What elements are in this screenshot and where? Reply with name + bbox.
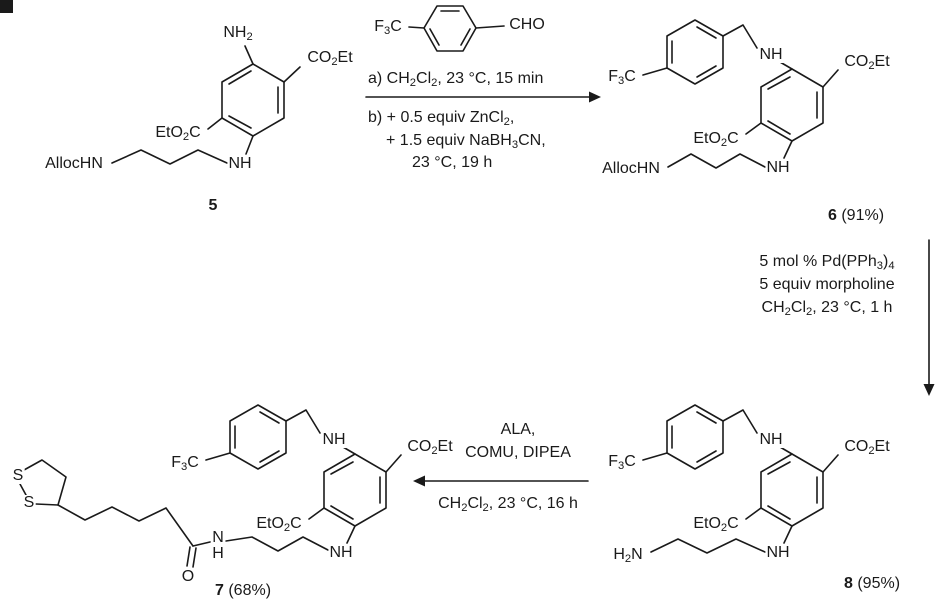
c8-nh-top-label: NH [758,431,784,448]
step2-condition-3: CH2Cl2, 23 °C, 1 h [761,299,893,318]
step3-condition-3: CH2Cl2, 23 °C, 16 h [438,495,578,514]
c7-co2et-label: CO2Et [406,438,454,457]
c5-co2et-label: CO2Et [306,49,354,68]
c5-nh2-label: NH2 [222,24,254,43]
c7-nh-top-label: NH [321,431,347,448]
c7-yield: (68%) [228,582,272,599]
c6-allochn-label: AllocHN [601,160,661,177]
c7-number: 7 [214,582,224,599]
c7-f3c-label: F3C [170,454,200,473]
c7-eto2c-label: EtO2C [255,515,303,534]
c5-allochn-label: AllocHN [44,155,104,172]
c8-eto2c-label: EtO2C [692,515,740,534]
c5-eto2c-label: EtO2C [154,124,202,143]
c6-f3c-label: F3C [607,68,637,87]
c8-yield: (95%) [857,575,901,592]
c8-number: 8 [843,575,853,592]
corner-mark [0,0,13,13]
c5-number: 5 [208,197,218,214]
step1-condition-b2: + 1.5 equiv NaBH3CN, [386,132,546,151]
compound-6-skeleton [642,19,839,169]
step1-condition-b3: 23 °C, 19 h [412,154,493,171]
aldehyde-f3c-label: F3C [373,18,403,37]
arrow-step2 [923,239,935,396]
c6-nh-bottom-label: NH [765,159,791,176]
c6-number: 6 [827,207,837,224]
c7-nh-bottom-label: NH [328,544,354,561]
c6-label: 6 (91%) [827,208,885,224]
c7-sulfur-top-label: S [11,467,25,484]
step1-condition-a: a) CH2Cl2, 23 °C, 15 min [368,70,544,89]
aldehyde-skeleton [408,5,505,52]
aldehyde-cho-label: CHO [508,16,546,33]
step2-condition-1: 5 mol % Pd(PPh3)4 [759,253,895,272]
compound-5-skeleton [111,45,301,165]
arrow-step3 [413,475,589,487]
arrow-step1 [365,91,601,103]
c7-sulfur-bottom-label: S [22,494,36,511]
c8-h2n-label: H2N [612,546,644,565]
compound-8-skeleton [642,404,839,554]
c5-nh-label: NH [227,155,253,172]
c8-nh-bottom-label: NH [765,544,791,561]
step1-condition-b1: b) + 0.5 equiv ZnCl2, [368,109,515,128]
c7-amide-h-label: H [211,545,225,562]
c6-yield: (91%) [841,207,885,224]
c7-amide-n-label: N [211,529,225,546]
compound-7-skeleton [19,404,402,568]
c7-carbonyl-o-label: O [180,568,196,585]
c8-co2et-label: CO2Et [843,438,891,457]
c6-nh-top-label: NH [758,46,784,63]
c8-f3c-label: F3C [607,453,637,472]
step2-condition-2: 5 equiv morpholine [759,276,895,293]
c6-eto2c-label: EtO2C [692,130,740,149]
step3-condition-2: COMU, DIPEA [465,444,571,461]
step3-condition-1: ALA, [500,421,536,438]
c7-label: 7 (68%) [214,583,272,599]
c6-co2et-label: CO2Et [843,53,891,72]
c8-label: 8 (95%) [843,576,901,592]
